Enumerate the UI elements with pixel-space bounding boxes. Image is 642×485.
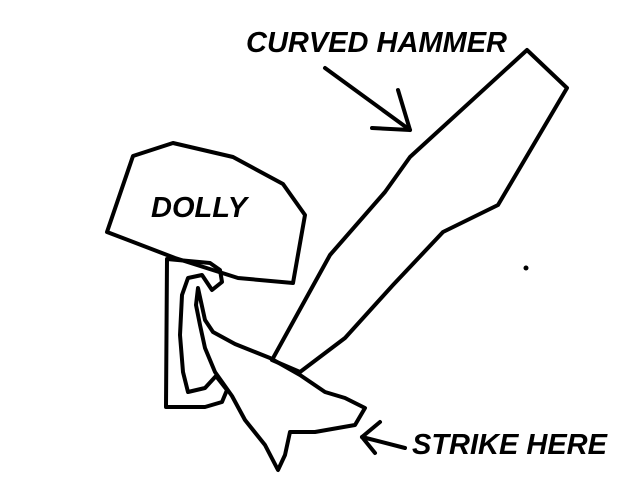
curved-hammer-arrow [323,66,412,132]
curved-hammer-label: CURVED HAMMER [246,27,507,59]
strike-here-arrow-head [360,420,382,455]
strike-here-label: STRIKE HERE [412,429,609,461]
dolly-label: DOLLY [151,192,250,224]
stray-dot [523,265,529,271]
dolly-bracket [164,257,229,409]
curved-hammer-arrow-shaft [323,66,412,132]
hammer-strike-head [194,286,367,472]
curved-hammer-handle [270,48,569,374]
strike-here-arrow [360,420,407,455]
strike-here-arrow-shaft [360,435,407,450]
dolly-block [105,141,307,285]
curved-hammer-arrow-head [370,88,412,132]
